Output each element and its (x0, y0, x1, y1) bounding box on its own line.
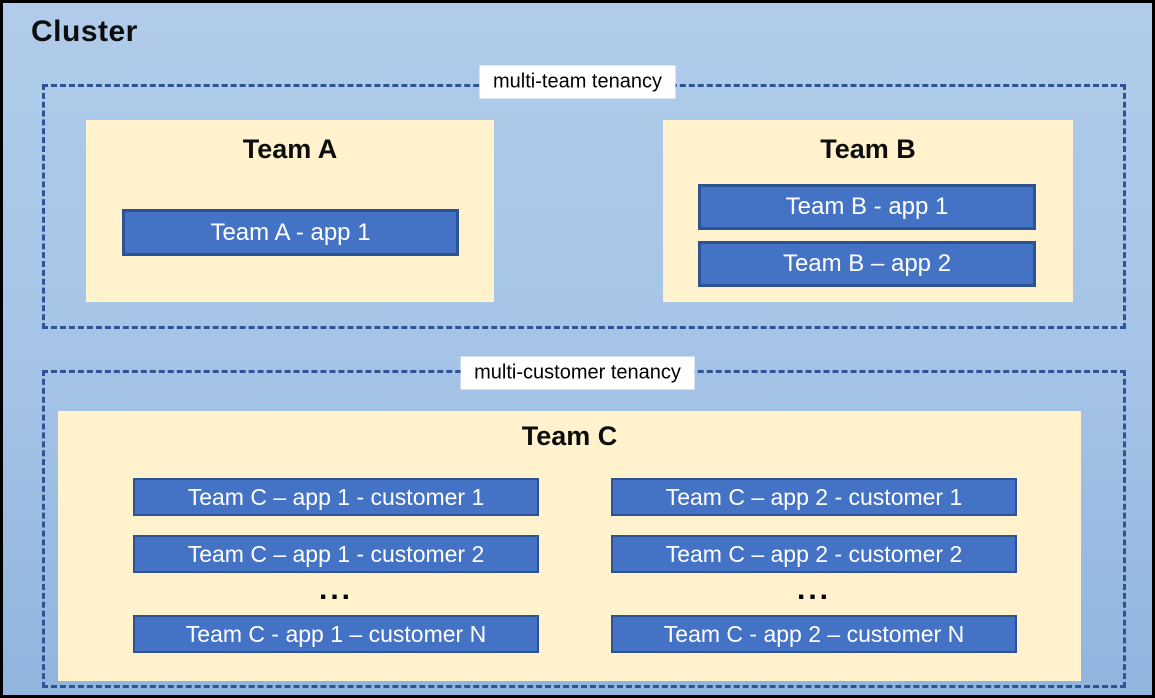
multi-customer-tenancy-label: multi-customer tenancy (460, 356, 695, 390)
team-c-app1-customer-1-box: Team C – app 1 - customer 1 (133, 478, 539, 516)
team-b-app-1-box: Team B - app 1 (698, 184, 1036, 230)
team-c-app1-customer-2-box: Team C – app 1 - customer 2 (133, 535, 539, 573)
cluster-title: Cluster (31, 15, 138, 48)
team-c-app2-ellipsis: ... (796, 573, 831, 606)
team-c-app2-customer-1-box: Team C – app 2 - customer 1 (611, 478, 1017, 516)
team-c-app1-customer-n-box: Team C - app 1 – customer N (133, 615, 539, 653)
team-c-app2-customer-n-box: Team C - app 2 – customer N (611, 615, 1017, 653)
team-b-title: Team B (820, 134, 916, 164)
team-c-box: Team C Team C – app 1 - customer 1 Team … (58, 411, 1081, 681)
team-a-box: Team A Team A - app 1 (86, 120, 494, 302)
team-a-title: Team A (242, 134, 338, 164)
team-c-app1-ellipsis: ... (318, 573, 353, 606)
team-c-title: Team C (521, 421, 618, 451)
multi-team-tenancy-label: multi-team tenancy (479, 65, 676, 99)
team-b-app-2-box: Team B – app 2 (698, 241, 1036, 287)
team-a-app-1-box: Team A - app 1 (122, 209, 459, 256)
team-c-app2-customer-2-box: Team C – app 2 - customer 2 (611, 535, 1017, 573)
team-b-box: Team B Team B - app 1 Team B – app 2 (663, 120, 1073, 302)
